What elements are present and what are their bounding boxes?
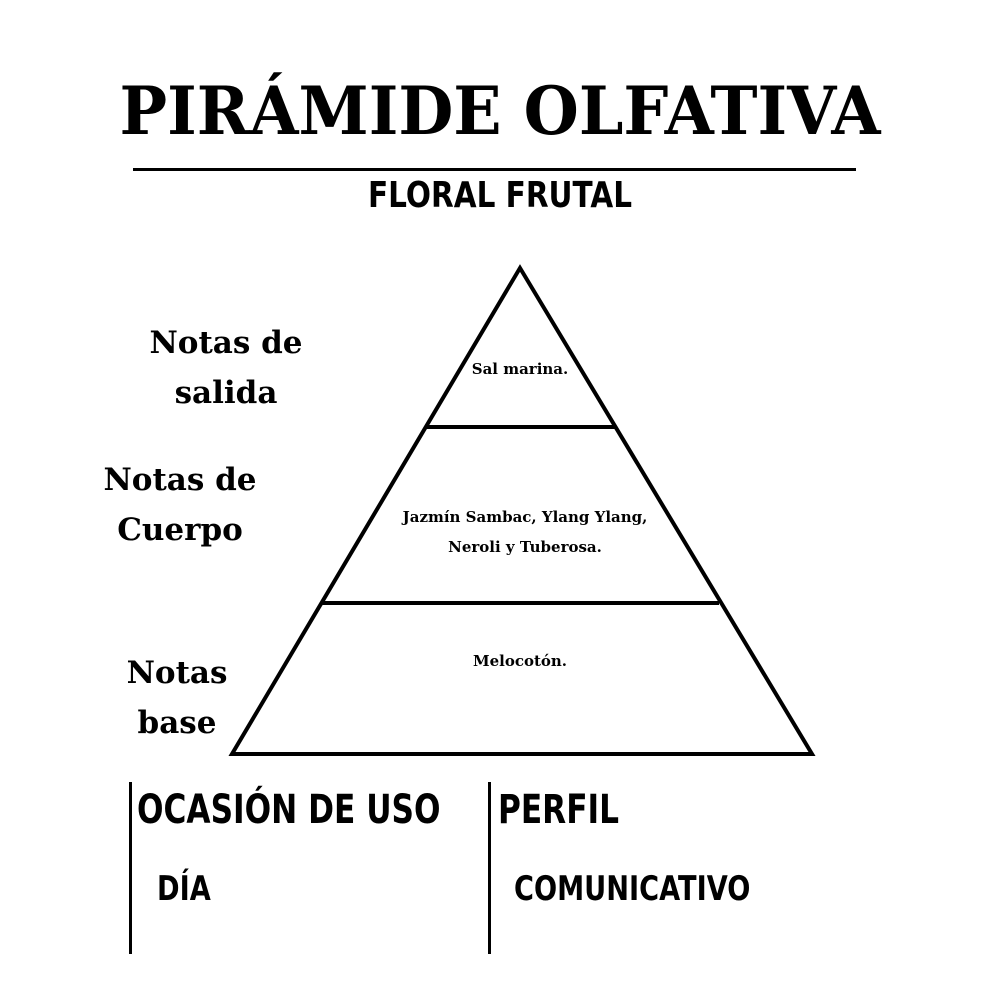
heart-notes-label: Notas de Cuerpo — [103, 462, 257, 548]
occasion-divider — [129, 782, 132, 954]
top-notes-label: Notas de salida — [149, 325, 303, 411]
top-notes-text: Sal marina. — [471, 360, 569, 378]
page-title: PIRÁMIDE OLFATIVA — [119, 72, 881, 150]
occasion-heading: OCASIÓN DE USO — [137, 787, 441, 833]
title-underline — [133, 168, 856, 171]
profile-heading: PERFIL — [498, 787, 620, 833]
profile-divider — [488, 782, 491, 954]
base-notes-label: Notas base — [126, 655, 228, 741]
base-notes-text: Melocotón. — [472, 652, 568, 670]
page-subtitle: FLORAL FRUTAL — [367, 175, 633, 216]
pyramid-outline — [228, 264, 816, 756]
profile-value: COMUNICATIVO — [514, 869, 751, 909]
occasion-value: DÍA — [157, 869, 211, 909]
heart-notes-text: Jazmín Sambac, Ylang Ylang, Neroli y Tub… — [402, 508, 648, 556]
